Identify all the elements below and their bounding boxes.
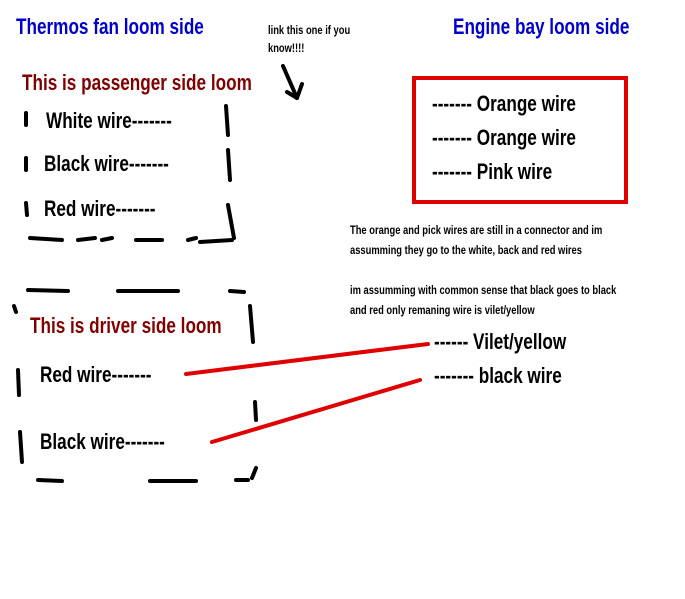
connector-note-line-2: assumming they go to the white, back and… xyxy=(350,243,582,257)
engine-wire-pink: ------- Pink wire xyxy=(432,159,553,184)
passenger-loom-title: This is passenger side loom xyxy=(22,70,252,95)
engine-wire-black: ------- black wire xyxy=(434,363,562,388)
assumption-note-line-1: im assumming with common sense that blac… xyxy=(350,283,617,297)
driver-loom-title: This is driver side loom xyxy=(30,313,222,338)
passenger-wire-black: Black wire------- xyxy=(44,151,169,176)
driver-wire-red: Red wire------- xyxy=(40,362,152,387)
header-thermos-fan-side: Thermos fan loom side xyxy=(16,14,204,39)
assumption-note-line-2: and red only remaning wire is vilet/yell… xyxy=(350,303,535,317)
driver-wire-black: Black wire------- xyxy=(40,429,165,454)
arrow-icon xyxy=(281,64,304,100)
engine-bay-box xyxy=(412,76,628,204)
engine-wire-vilet-yellow: ------ Vilet/yellow xyxy=(434,329,567,354)
header-engine-bay-side: Engine bay loom side xyxy=(453,14,630,39)
passenger-loom-dashed-outline xyxy=(24,104,236,244)
driver-loom-dashed-outline xyxy=(12,288,258,483)
link-note-line-1: link this one if you xyxy=(268,23,351,37)
link-note-line-2: know!!!! xyxy=(268,41,305,55)
passenger-wire-red: Red wire------- xyxy=(44,196,156,221)
engine-wire-orange-2: ------- Orange wire xyxy=(432,125,576,150)
engine-wire-orange-1: ------- Orange wire xyxy=(432,91,576,116)
link-red-to-vilet-yellow xyxy=(184,342,430,376)
connector-note-line-1: The orange and pick wires are still in a… xyxy=(350,223,603,237)
passenger-wire-white: White wire------- xyxy=(46,108,172,133)
link-black-to-black xyxy=(210,378,422,444)
